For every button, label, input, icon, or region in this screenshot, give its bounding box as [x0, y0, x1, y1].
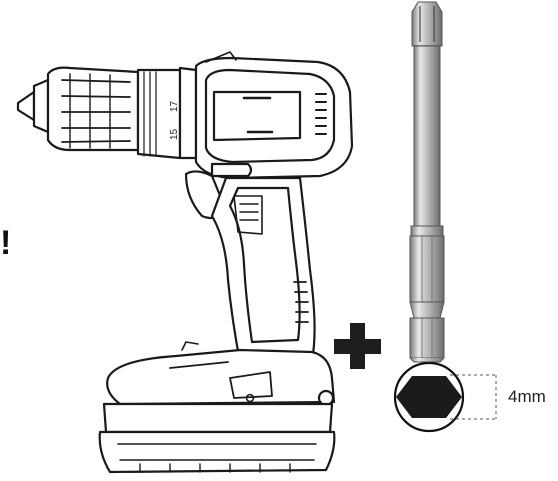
- hex-cross-section-icon: [393, 361, 498, 433]
- exclamation-mark: !: [0, 224, 12, 262]
- screwdriver-bit-icon: [409, 1, 445, 363]
- hex-size-label: 4mm: [508, 387, 546, 406]
- clutch-number-15: 15: [169, 128, 180, 140]
- clutch-number-17: 17: [169, 100, 180, 112]
- drill-icon: 15 17: [16, 51, 354, 474]
- plus-icon: [334, 323, 381, 369]
